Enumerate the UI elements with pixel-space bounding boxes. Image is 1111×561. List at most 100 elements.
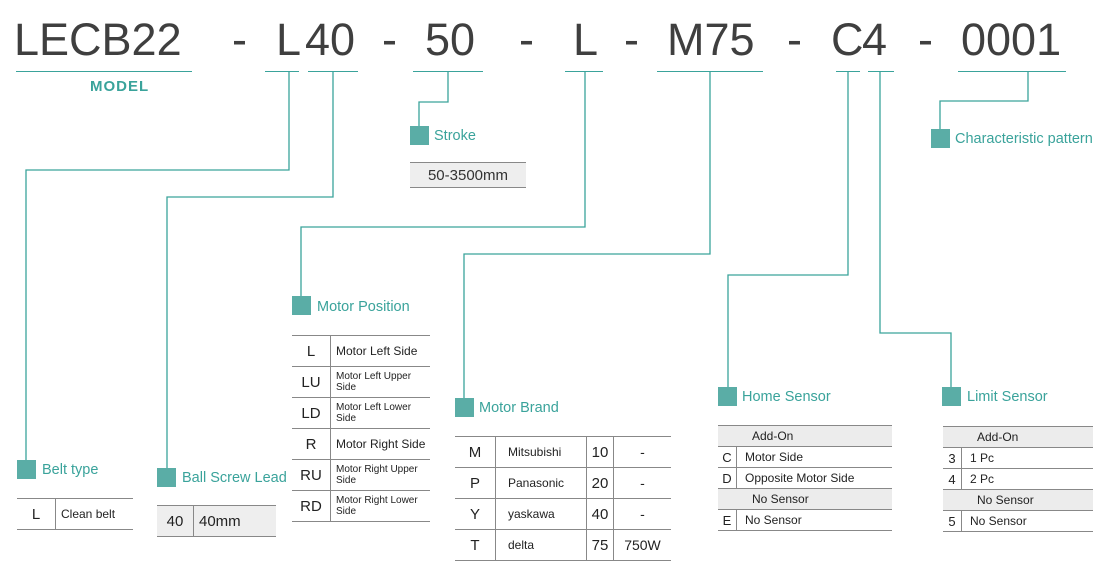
connector-limit-sensor (879, 71, 952, 388)
limit-code: 4 (943, 468, 962, 490)
limit-code: 3 (943, 447, 962, 469)
position-desc: Motor Left Lower Side (330, 397, 430, 429)
connector-stroke (418, 71, 449, 128)
code-motor-position: L (573, 14, 599, 65)
screw-desc: 40mm (193, 505, 276, 537)
characteristic-underline (958, 71, 1066, 72)
code-belt-type: L (276, 14, 302, 65)
brand-code: Y (455, 498, 496, 530)
separator: - (232, 14, 247, 65)
belt-desc: Clean belt (55, 498, 133, 530)
belt-code: L (17, 498, 56, 530)
position-code: L (292, 335, 331, 367)
motor-brand-heading: Motor Brand (479, 400, 559, 416)
belt-type-marker-icon (17, 460, 36, 479)
position-underline (565, 71, 603, 72)
separator: - (519, 14, 534, 65)
connector-belt-type (25, 71, 290, 462)
connector-characteristic (939, 71, 1029, 130)
belt-underline (265, 71, 299, 72)
limit-code: 5 (943, 510, 962, 532)
separator: - (787, 14, 802, 65)
brand-name: Mitsubishi (495, 436, 587, 468)
position-code: RD (292, 490, 331, 522)
screw-code: 40 (157, 505, 194, 537)
separator: - (918, 14, 933, 65)
brand-power: - (613, 498, 671, 530)
model-label: MODEL (90, 78, 150, 95)
position-desc: Motor Left Side (330, 335, 430, 367)
brand-code: T (455, 529, 496, 561)
home-desc: Motor Side (736, 446, 892, 468)
brand-power-code: 20 (586, 467, 614, 499)
position-code: LD (292, 397, 331, 429)
characteristic-heading: Characteristic pattern (955, 131, 1093, 147)
home-sensor-heading: Home Sensor (742, 389, 831, 405)
brand-name: delta (495, 529, 587, 561)
brand-code: P (455, 467, 496, 499)
brand-power: 750W (613, 529, 671, 561)
ball-screw-marker-icon (157, 468, 176, 487)
stroke-value: 50-3500mm (410, 162, 526, 188)
home-code: D (718, 467, 737, 489)
code-home-sensor: C (831, 14, 864, 65)
motor-position-marker-icon (292, 296, 311, 315)
home-code: E (718, 509, 737, 531)
home-desc: No Sensor (736, 509, 892, 531)
brand-power-code: 75 (586, 529, 614, 561)
brand-name: yaskawa (495, 498, 587, 530)
position-desc: Motor Right Upper Side (330, 459, 430, 491)
table-row: Add-On (718, 425, 892, 447)
motor-brand-marker-icon (455, 398, 474, 417)
stroke-heading: Stroke (434, 128, 476, 144)
position-desc: Motor Right Lower Side (330, 490, 430, 522)
home-desc: Opposite Motor Side (736, 467, 892, 489)
characteristic-marker-icon (931, 129, 950, 148)
position-desc: Motor Right Side (330, 428, 430, 460)
limit-add-on-header: Add-On (943, 426, 1093, 448)
brand-code: M (455, 436, 496, 468)
belt-type-heading: Belt type (42, 462, 99, 478)
limit-sensor-marker-icon (942, 387, 961, 406)
connector-motor-brand (463, 71, 711, 400)
position-code: LU (292, 366, 331, 398)
limit-underline (868, 71, 894, 72)
code-stroke: 50 (425, 14, 476, 65)
code-ball-screw: 40 (305, 14, 356, 65)
brand-name: Panasonic (495, 467, 587, 499)
connector-home-sensor (727, 71, 849, 388)
home-code: C (718, 446, 737, 468)
limit-sensor-heading: Limit Sensor (967, 389, 1048, 405)
home-sensor-marker-icon (718, 387, 737, 406)
code-characteristic: 0001 (961, 14, 1062, 65)
model-underline (16, 71, 192, 72)
motor-position-heading: Motor Position (317, 299, 410, 315)
separator: - (382, 14, 397, 65)
table-row: No Sensor (718, 488, 892, 510)
limit-no-sensor-header: No Sensor (943, 489, 1093, 511)
position-desc: Motor Left Upper Side (330, 366, 430, 398)
home-add-on-header: Add-On (718, 425, 892, 447)
connector-motor-position (300, 71, 586, 298)
limit-desc: 1 Pc (961, 447, 1093, 469)
connector-ball-screw (166, 71, 334, 470)
stroke-marker-icon (410, 126, 429, 145)
